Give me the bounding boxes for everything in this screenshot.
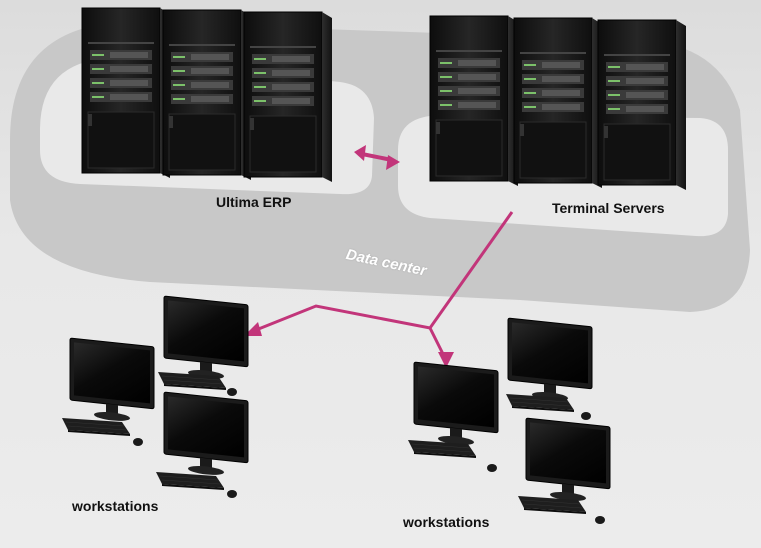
workstations-label-left: workstations <box>72 498 159 514</box>
workstation <box>163 295 249 384</box>
server <box>429 15 519 187</box>
arrow-head-right <box>438 352 454 368</box>
mouse <box>133 438 143 446</box>
mouse <box>227 388 237 396</box>
workstation <box>507 317 593 406</box>
mouse <box>227 490 237 498</box>
server <box>162 9 252 181</box>
mouse <box>595 516 605 524</box>
terminal-servers-label: Terminal Servers <box>552 200 665 216</box>
workstations-label-right: workstations <box>403 514 490 530</box>
erp-server-group <box>81 7 333 183</box>
mouse <box>581 412 591 420</box>
server <box>597 19 687 191</box>
server-link-arrow <box>354 145 400 170</box>
workstation <box>525 417 611 506</box>
workstation-group-right <box>407 317 611 524</box>
mouse <box>487 464 497 472</box>
workstation <box>413 361 499 450</box>
server <box>243 11 333 183</box>
server <box>81 7 171 179</box>
workstation-group-left <box>61 295 249 498</box>
workstation <box>163 391 249 480</box>
workstation <box>69 337 155 426</box>
server <box>513 17 603 189</box>
terminal-server-group <box>429 15 687 191</box>
erp-label: Ultima ERP <box>216 194 292 210</box>
